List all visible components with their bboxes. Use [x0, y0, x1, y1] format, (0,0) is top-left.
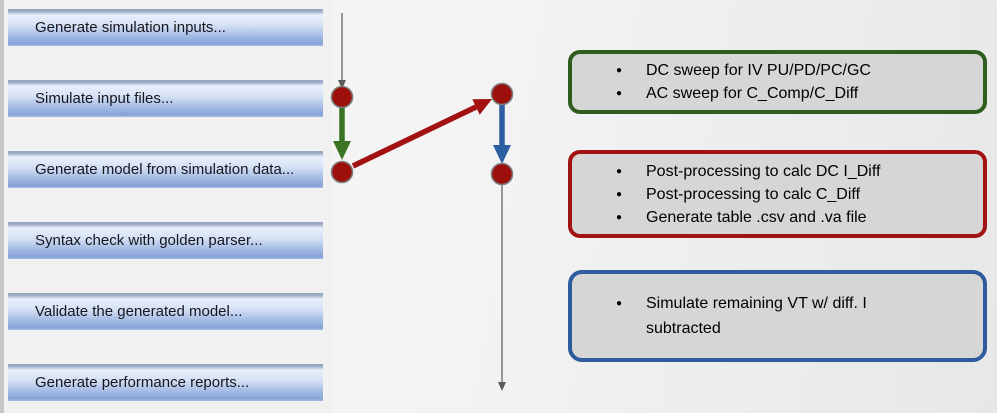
bullet-text: Post-processing to calc DC I_Diff	[646, 162, 881, 180]
list-item: ● Generate table .csv and .va file	[616, 206, 880, 229]
steps-panel	[4, 0, 332, 413]
step-bar-generate-inputs: Generate simulation inputs...	[8, 9, 323, 46]
green-arrowhead-icon	[333, 141, 351, 160]
annotation-box-simulate-remaining: ● Simulate remaining VT w/ diff. I subtra…	[568, 270, 987, 362]
bullet-list: ● Simulate remaining VT w/ diff. I subtra…	[572, 289, 910, 343]
bullet-icon: ●	[616, 298, 623, 309]
node-simulate-left	[330, 85, 354, 109]
bullet-icon: ●	[616, 65, 623, 76]
bullet-text: DC sweep for IV PU/PD/PC/GC	[646, 62, 871, 79]
step-bar-generate-model: Generate model from simulation data...	[8, 151, 323, 188]
annotation-box-post-processing: ● Post-processing to calc DC I_Diff ● Post…	[568, 150, 987, 238]
red-arrowhead-icon	[472, 99, 492, 115]
bullet-list: ● Post-processing to calc DC I_Diff ● Post…	[572, 158, 892, 231]
connector-arrowhead-top-icon	[338, 80, 346, 89]
step-label: Validate the generated model...	[35, 303, 243, 320]
bullet-icon: ●	[616, 211, 623, 223]
bullet-text: Post-processing to calc C_Diff	[646, 185, 861, 203]
bullet-list: ● DC sweep for IV PU/PD/PC/GC ● AC sweep f…	[572, 57, 883, 107]
node-simulate-right	[490, 82, 514, 106]
list-item: ● AC sweep for C_Comp/C_Diff	[616, 82, 871, 105]
annotation-box-sweeps: ● DC sweep for IV PU/PD/PC/GC ● AC sweep f…	[568, 50, 987, 114]
step-label: Simulate input files...	[35, 90, 174, 107]
list-item: ● Post-processing to calc DC I_Diff	[616, 160, 880, 183]
bullet-icon: ●	[616, 165, 623, 177]
bullet-text: AC sweep for C_Comp/C_Diff	[646, 85, 859, 102]
step-bar-simulate-inputs: Simulate input files...	[8, 80, 323, 117]
red-arrow-shaft	[351, 104, 478, 169]
node-model-left	[330, 160, 354, 184]
step-label: Syntax check with golden parser...	[35, 232, 263, 249]
bullet-text: Generate table .csv and .va file	[646, 208, 867, 226]
step-label: Generate performance reports...	[35, 374, 250, 391]
step-bar-syntax-check: Syntax check with golden parser...	[8, 222, 323, 259]
bullet-text: Simulate remaining VT w/ diff. I subtrac…	[646, 295, 867, 337]
step-label: Generate simulation inputs...	[35, 19, 226, 36]
step-bar-performance-reports: Generate performance reports...	[8, 364, 323, 401]
step-bar-validate-model: Validate the generated model...	[8, 293, 323, 330]
list-item: ● Simulate remaining VT w/ diff. I subtra…	[616, 291, 898, 341]
list-item: ● Post-processing to calc C_Diff	[616, 183, 880, 206]
left-edge-strip	[0, 0, 4, 413]
bullet-icon: ●	[616, 88, 623, 99]
blue-arrowhead-icon	[493, 145, 511, 164]
node-model-right	[490, 162, 514, 186]
connector-arrowhead-bottom-icon	[498, 382, 506, 391]
bullet-icon: ●	[616, 188, 623, 200]
step-label: Generate model from simulation data...	[35, 161, 295, 178]
list-item: ● DC sweep for IV PU/PD/PC/GC	[616, 59, 871, 82]
